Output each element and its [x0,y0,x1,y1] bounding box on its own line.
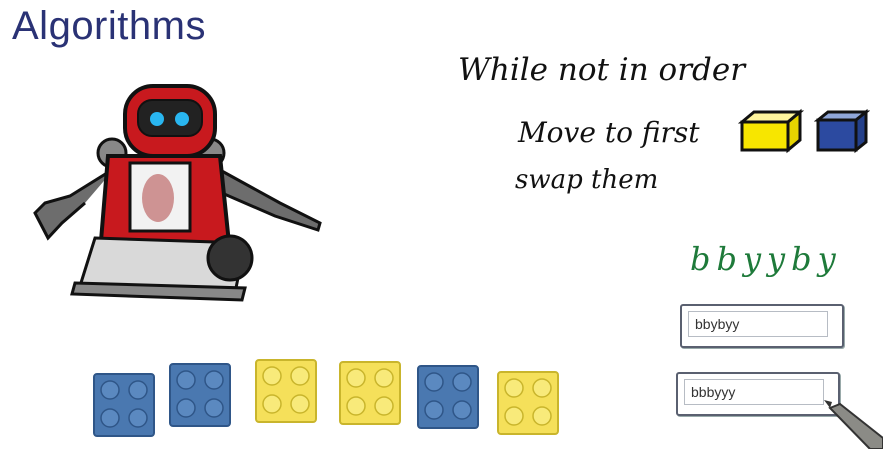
answer-input-1[interactable] [688,311,828,337]
answer-input-2[interactable] [684,379,824,405]
brick-sequence-text: bbyyby [690,240,842,278]
answer-box-2 [676,372,840,416]
pseudocode-line-3: swap them [515,165,659,195]
answer-box-1 [680,304,844,348]
brick-yellow [339,361,401,425]
page-title: Algorithms [12,4,206,48]
brick-blue [93,373,155,437]
pseudocode-line-2: Move to first [518,116,700,149]
brick-blue [417,365,479,429]
brick-yellow [497,371,559,435]
yellow-box-icon [738,108,804,154]
blue-box-icon [814,108,870,154]
brick-blue [169,363,231,427]
robot-illustration [33,84,322,302]
pseudocode-line-1: While not in order [458,52,746,88]
brick-yellow [255,359,317,423]
pen-icon [824,400,883,449]
